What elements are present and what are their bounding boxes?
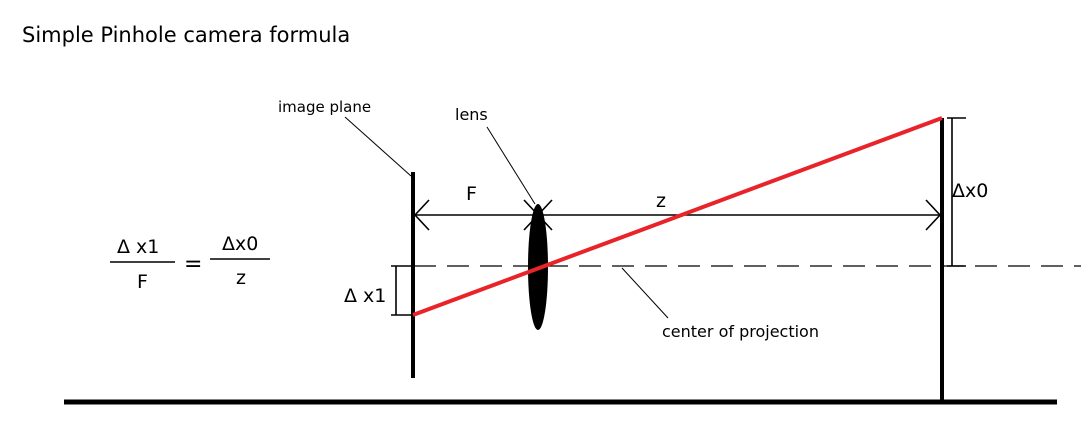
pinhole-formula: Δ x1 F = Δx0 z bbox=[110, 233, 270, 293]
image-height-bracket bbox=[391, 265, 411, 316]
lens-leader bbox=[486, 126, 536, 205]
formula-rhs-numerator: Δx0 bbox=[222, 233, 258, 255]
formula-lhs-numerator: Δ x1 bbox=[117, 236, 159, 258]
image-height-label: Δ x1 bbox=[344, 285, 386, 307]
lens-label: lens bbox=[455, 105, 488, 124]
image-plane-label: image plane bbox=[278, 98, 371, 116]
distance-label: z bbox=[656, 190, 666, 212]
light-ray bbox=[412, 116, 943, 317]
formula-equals: = bbox=[184, 252, 202, 277]
center-of-projection-label: center of projection bbox=[662, 322, 819, 341]
image-plane-leader bbox=[344, 116, 412, 177]
formula-rhs-denominator: z bbox=[236, 267, 246, 289]
center-leader bbox=[621, 267, 669, 319]
diagram-title: Simple Pinhole camera formula bbox=[22, 23, 350, 47]
object-height-label: Δx0 bbox=[952, 180, 988, 202]
object-height-bracket bbox=[947, 117, 966, 267]
formula-lhs-denominator: F bbox=[137, 271, 148, 293]
focal-length-label: F bbox=[466, 183, 477, 205]
